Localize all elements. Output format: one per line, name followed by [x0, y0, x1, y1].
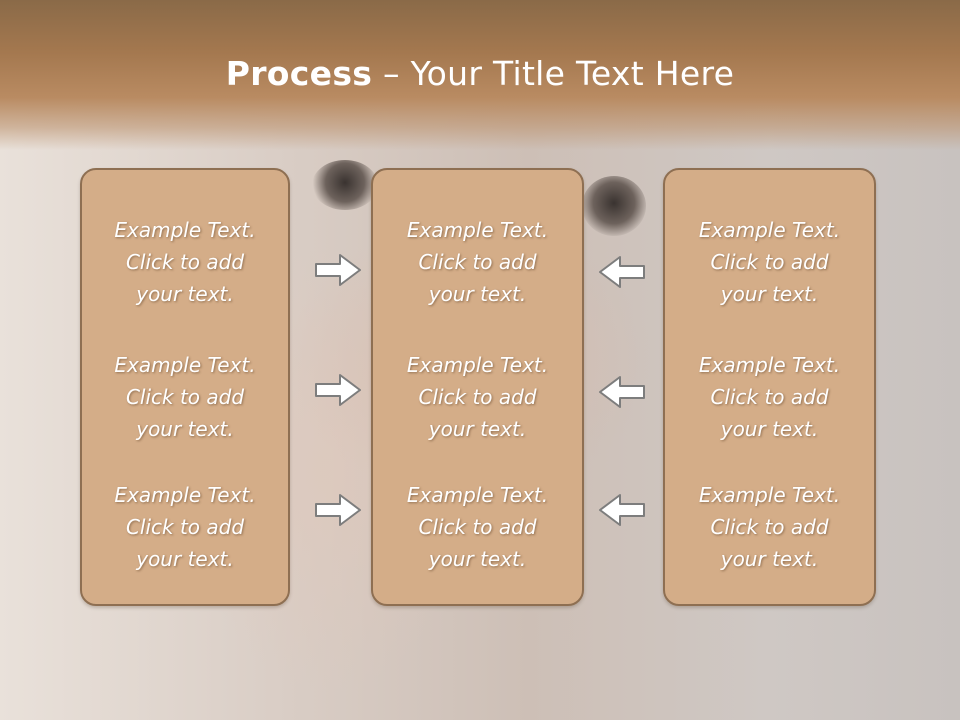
entry-line: Click to add — [710, 250, 829, 274]
text-entry[interactable]: Example Text. Click to add your text. — [82, 214, 288, 310]
entry-line: Click to add — [418, 385, 537, 409]
text-entry[interactable]: Example Text. Click to add your text. — [373, 214, 582, 310]
entry-line: Click to add — [418, 250, 537, 274]
entry-line: your text. — [720, 547, 819, 571]
left-panel[interactable]: Example Text. Click to add your text. Ex… — [80, 168, 290, 606]
entry-line: Example Text. — [406, 483, 549, 507]
entry-line: Click to add — [125, 385, 245, 409]
entry-line: Example Text. — [698, 353, 841, 377]
arrow-left-icon — [599, 256, 645, 288]
entry-line: Example Text. — [698, 218, 841, 242]
entry-line: Click to add — [418, 515, 537, 539]
entry-line: Click to add — [710, 515, 829, 539]
slide-title[interactable]: Process – Your Title Text Here — [0, 54, 960, 93]
title-rest: – Your Title Text Here — [372, 54, 735, 93]
entry-line: your text. — [136, 547, 234, 571]
entry-line: Example Text. — [114, 483, 256, 507]
arrow-left-icon — [599, 376, 645, 408]
entry-line: your text. — [720, 417, 819, 441]
entry-line: Example Text. — [406, 218, 549, 242]
background-eye-right — [582, 176, 646, 236]
entry-line: your text. — [428, 282, 527, 306]
entry-line: Click to add — [125, 515, 245, 539]
center-panel[interactable]: Example Text. Click to add your text. Ex… — [371, 168, 584, 606]
entry-line: Example Text. — [698, 483, 841, 507]
arrow-right-icon — [315, 494, 361, 526]
text-entry[interactable]: Example Text. Click to add your text. — [665, 479, 874, 575]
entry-line: your text. — [428, 417, 527, 441]
right-panel[interactable]: Example Text. Click to add your text. Ex… — [663, 168, 876, 606]
entry-line: Example Text. — [406, 353, 549, 377]
entry-line: Click to add — [125, 250, 245, 274]
title-bold: Process — [225, 54, 373, 93]
text-entry[interactable]: Example Text. Click to add your text. — [665, 349, 874, 445]
entry-line: your text. — [136, 417, 234, 441]
text-entry[interactable]: Example Text. Click to add your text. — [82, 479, 288, 575]
entry-line: your text. — [428, 547, 527, 571]
arrow-right-icon — [315, 374, 361, 406]
entry-line: your text. — [136, 282, 234, 306]
entry-line: Click to add — [710, 385, 829, 409]
background-eye-left — [312, 160, 378, 210]
header-band — [0, 0, 960, 150]
entry-line: Example Text. — [114, 218, 256, 242]
text-entry[interactable]: Example Text. Click to add your text. — [665, 214, 874, 310]
text-entry[interactable]: Example Text. Click to add your text. — [82, 349, 288, 445]
arrow-right-icon — [315, 254, 361, 286]
text-entry[interactable]: Example Text. Click to add your text. — [373, 349, 582, 445]
text-entry[interactable]: Example Text. Click to add your text. — [373, 479, 582, 575]
arrow-left-icon — [599, 494, 645, 526]
entry-line: Example Text. — [114, 353, 256, 377]
entry-line: your text. — [720, 282, 819, 306]
